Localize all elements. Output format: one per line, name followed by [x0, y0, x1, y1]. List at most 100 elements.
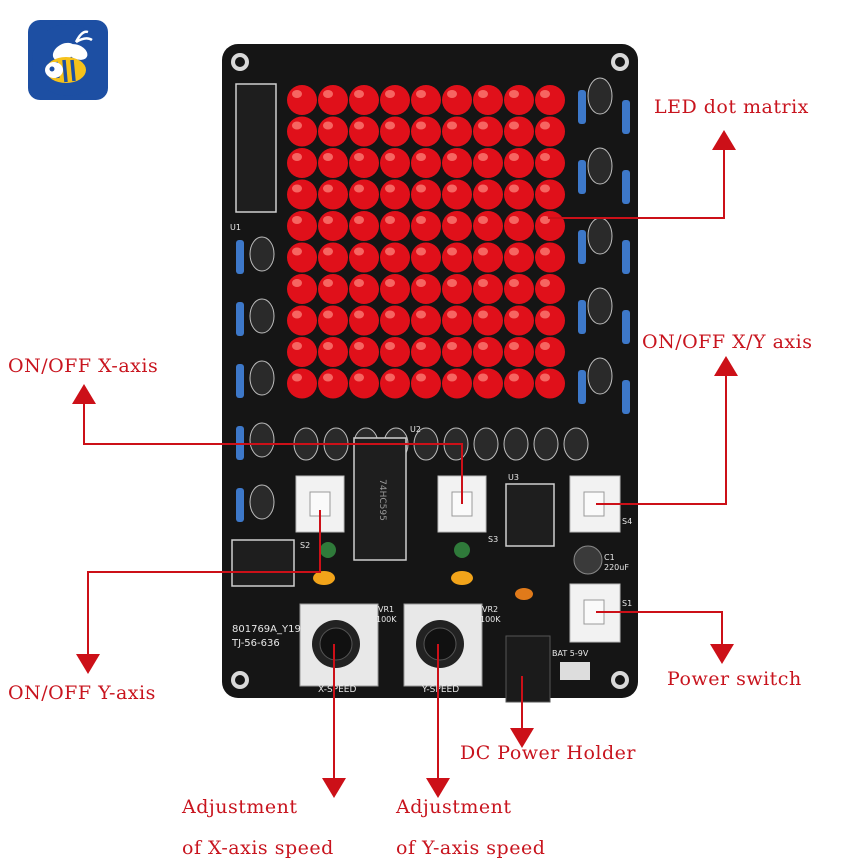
- led-highlight: [478, 184, 488, 193]
- led-highlight: [447, 342, 457, 350]
- u2-text: U2: [410, 425, 421, 434]
- label-on-off-x-axis: ON/OFF X-axis: [8, 355, 159, 377]
- resistor-icon: [236, 488, 244, 522]
- led-dot: [349, 211, 379, 241]
- led-highlight: [323, 153, 333, 161]
- led-highlight: [509, 310, 519, 319]
- led-dot: [504, 148, 534, 178]
- transistor-icon: [249, 360, 275, 396]
- led-highlight: [509, 184, 519, 193]
- led-dot: [411, 274, 441, 304]
- led-highlight: [292, 342, 302, 350]
- led-dot: [411, 305, 441, 336]
- led-dot: [442, 179, 472, 210]
- led-highlight: [323, 184, 333, 193]
- led-highlight: [447, 121, 457, 130]
- led-highlight: [354, 342, 364, 350]
- resistor-icon: [622, 240, 630, 274]
- ic-u2-text: 74HC595: [377, 479, 387, 521]
- led-dot: [318, 305, 348, 336]
- led-highlight: [416, 153, 426, 161]
- led-dot: [411, 148, 441, 178]
- led-dot: [380, 211, 410, 241]
- led-highlight: [292, 184, 302, 193]
- led-highlight: [292, 310, 302, 319]
- led-highlight: [385, 279, 395, 287]
- led-dot-matrix: [287, 85, 565, 399]
- led-dot: [318, 211, 348, 241]
- s3-text: S3: [488, 535, 498, 544]
- transistor-icon: [249, 298, 275, 334]
- led-dot: [504, 179, 534, 210]
- led-dot: [535, 337, 565, 367]
- capacitor-c4: [451, 571, 473, 585]
- resistor-icon: [578, 90, 586, 124]
- led-highlight: [447, 373, 457, 382]
- led-highlight: [540, 247, 550, 256]
- led-dot: [535, 242, 565, 273]
- led-highlight: [540, 121, 550, 130]
- led-dot: [287, 274, 317, 304]
- led-highlight: [323, 90, 333, 98]
- led-dot: [318, 85, 348, 115]
- transistor-icon: [587, 287, 613, 325]
- led-highlight: [323, 247, 333, 256]
- led-dot: [318, 242, 348, 273]
- c1-text: C1: [604, 553, 615, 562]
- status-led-icon: [320, 542, 336, 558]
- transistor-icon: [503, 427, 529, 461]
- led-highlight: [509, 90, 519, 98]
- bee-logo-icon: [28, 20, 108, 100]
- led-highlight: [354, 90, 364, 98]
- vr1-text: VR1: [378, 605, 394, 614]
- transistor-icon: [249, 236, 275, 272]
- led-dot: [442, 116, 472, 147]
- led-dot: [318, 148, 348, 178]
- led-dot: [442, 211, 472, 241]
- led-highlight: [509, 342, 519, 350]
- led-dot: [442, 305, 472, 336]
- led-dot: [318, 368, 348, 399]
- vr2-text: VR2: [482, 605, 498, 614]
- label-adjust-x-line2: of X-axis speed: [182, 837, 334, 859]
- vr2-value-text: 100K: [480, 615, 501, 624]
- led-dot: [535, 274, 565, 304]
- led-dot: [411, 85, 441, 115]
- led-dot: [535, 368, 565, 399]
- arrow-power-switch: [596, 611, 734, 664]
- led-highlight: [354, 279, 364, 287]
- label-led-dot-matrix: LED dot matrix: [654, 96, 809, 118]
- led-highlight: [354, 121, 364, 130]
- label-on-off-xy-axis: ON/OFF X/Y axis: [642, 331, 813, 353]
- led-highlight: [540, 373, 550, 382]
- led-highlight: [354, 247, 364, 256]
- transistor-icon: [563, 427, 589, 461]
- transistor-icon: [473, 427, 499, 461]
- led-dot: [535, 148, 565, 178]
- led-dot: [287, 211, 317, 241]
- led-highlight: [447, 184, 457, 193]
- vr1-value-text: 100K: [376, 615, 397, 624]
- label-dc-power-holder: DC Power Holder: [460, 742, 636, 764]
- led-highlight: [447, 216, 457, 224]
- led-dot: [504, 305, 534, 336]
- label-adjust-y-line1: Adjustment: [396, 796, 512, 818]
- led-highlight: [292, 90, 302, 98]
- led-dot: [504, 211, 534, 241]
- led-dot: [318, 116, 348, 147]
- resistor-icon: [622, 310, 630, 344]
- transistor-icon: [587, 77, 613, 115]
- led-dot: [473, 211, 503, 241]
- transistor-icon: [533, 427, 559, 461]
- led-highlight: [416, 247, 426, 256]
- resistor-icon: [578, 300, 586, 334]
- led-dot: [535, 179, 565, 210]
- status-led-icon: [454, 542, 470, 558]
- ic-u3: [505, 483, 555, 547]
- led-highlight: [447, 247, 457, 256]
- bat-text: BAT 5-9V: [552, 649, 589, 658]
- transistor-icon: [249, 484, 275, 520]
- led-dot: [380, 368, 410, 399]
- led-dot: [473, 337, 503, 367]
